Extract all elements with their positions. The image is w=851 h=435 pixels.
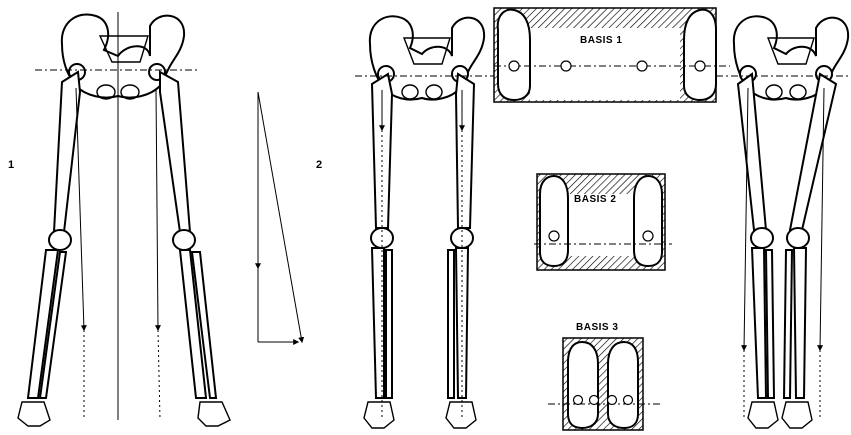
force-triangle — [258, 92, 302, 342]
figure-1-skeleton — [18, 12, 230, 426]
figure-3-skeleton — [716, 16, 851, 428]
basis-2-label: BASIS 2 — [574, 194, 616, 205]
figure-2-skeleton — [355, 16, 500, 428]
basis-3-diagram — [548, 338, 660, 430]
basis-3-label: BASIS 3 — [576, 322, 618, 333]
figure-2-label: 2 — [316, 159, 322, 171]
basis-2-diagram — [534, 174, 672, 270]
figure-1-label: 1 — [8, 159, 14, 171]
basis-1-label: BASIS 1 — [580, 35, 622, 46]
basis-1-diagram — [494, 8, 730, 102]
